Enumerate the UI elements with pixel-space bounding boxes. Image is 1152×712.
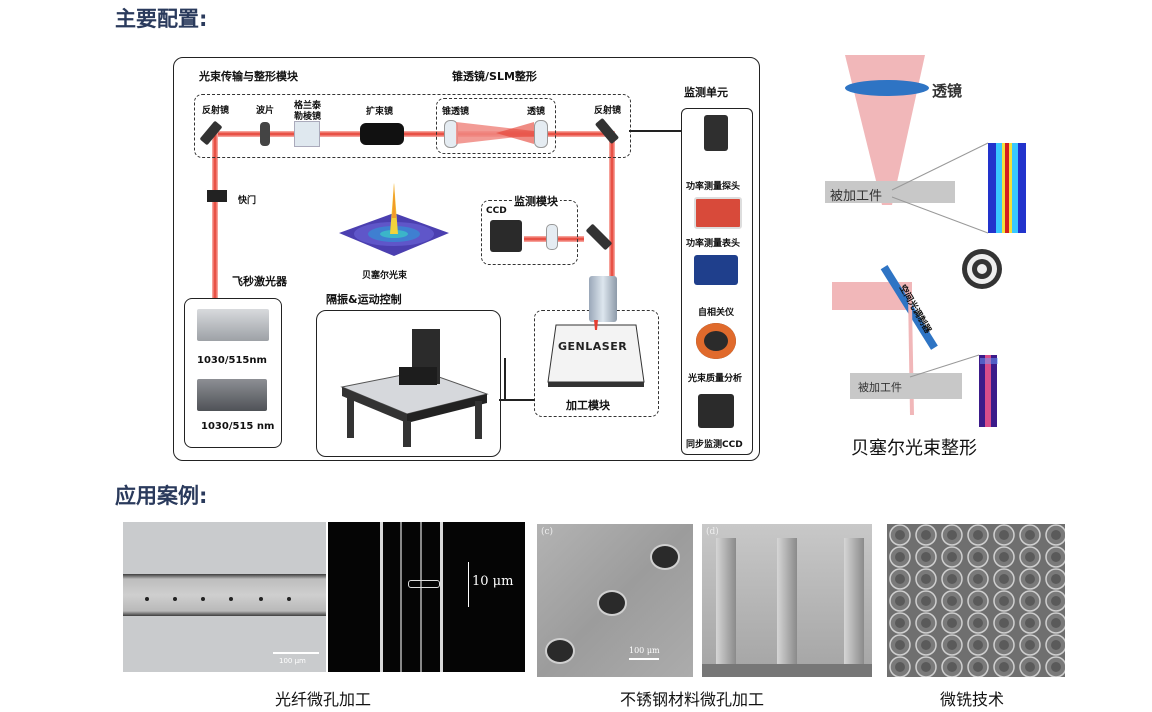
right-workpiece2-label: 被加工件 [858,381,902,394]
monitor-item-3: 光束质量分析 [688,374,743,384]
genlaser-plate [547,320,645,387]
expander-label: 扩束镜 [366,107,394,117]
monitor-item-0: 功率测量探头 [686,182,741,192]
connector-monitor [629,130,681,132]
bessel-beam-label: 贝塞尔光束 [362,271,408,281]
autocorrelator-icon [694,255,738,285]
ccd-camera-icon [490,220,522,252]
glan-prism-icon [294,121,320,147]
beam-top [212,131,612,137]
optical-table-icon [340,329,489,447]
applications-heading: 应用案例: [115,484,208,508]
waveplate-icon [260,122,270,146]
label-d: (d) [706,527,719,537]
right-lens-label: 透镜 [932,82,963,100]
fiber-dark-photo: 10 μm [328,522,525,672]
glan-label-1: 格兰泰 [294,101,322,111]
fiber-microhole-photo: 100 μm [123,522,326,672]
fs-laser-label: 飞秒激光器 [232,275,287,288]
scale-100um-1: 100 μm [279,657,306,665]
bessel-cone-beam [456,122,534,144]
beam-analyzer-icon [696,323,736,359]
connector-table-h [499,399,535,401]
axicon-slm-box [436,98,556,154]
right-caption: 贝塞尔光束整形 [851,438,977,459]
shutter-icon [207,190,227,202]
monitor-item-2: 自相关仪 [698,308,735,318]
shutter-label: 快门 [238,196,257,206]
monitor-unit-title: 监测单元 [684,86,728,99]
milling-pattern [887,524,1065,677]
caption-fiber: 光纤微孔加工 [275,690,372,709]
axicon-label: 锥透镜 [442,107,470,117]
process-module-title: 加工模块 [566,399,610,412]
monitor-item-1: 功率测量表头 [686,239,741,249]
monitor-module-title: 监测模块 [512,193,560,209]
power-meter-icon [694,197,742,229]
config-heading: 主要配置: [115,7,208,31]
isolation-motion-box [316,310,501,457]
caption-steel: 不锈钢材料微孔加工 [620,690,765,709]
laser-2-wavelength: 1030/515 nm [201,421,275,432]
beam-module-box [194,94,631,158]
lens-icon [534,120,548,148]
caption-milling: 微铣技术 [940,690,1005,709]
objective-icon [589,276,617,322]
reflector-right-label: 反射镜 [594,106,622,116]
lens-label: 透镜 [527,107,546,117]
isolation-motion-label: 隔振&运动控制 [326,293,402,306]
monitor-lens-icon [546,224,558,250]
axicon-slm-title: 锥透镜/SLM整形 [452,70,537,83]
system-diagram-frame: 光束传输与整形模块 锥透镜/SLM整形 反射镜 波片 格兰泰 勒棱镜 扩束镜 锥… [173,57,760,461]
beam-left-vertical [212,131,218,303]
waveplate-label: 波片 [256,106,275,116]
connector-table-v [504,358,506,400]
right-workpiece1-label: 被加工件 [830,189,883,204]
beam-module-title: 光束传输与整形模块 [199,70,298,83]
ccd-label: CCD [486,206,507,216]
bessel-shaping-illustration [825,55,1026,427]
expander-icon [360,123,404,145]
steel-pillars-photo: (d) [702,524,872,677]
power-probe-icon [704,115,728,151]
monitor-item-4: 同步监测CCD [686,440,743,450]
glan-label-2: 勒棱镜 [294,112,322,122]
label-c: (c) [541,527,554,537]
laser-1-wavelength: 1030/515nm [197,355,267,366]
scale-10um: 10 μm [472,574,514,589]
laser-sources-box: 1030/515nm 1030/515 nm [184,298,282,448]
beam-right-vertical [609,131,615,281]
monitor-unit-box: 功率测量探头 功率测量表头 自相关仪 光束质量分析 同步监测CCD [681,108,753,455]
scale-100um-2: 100 μm [629,646,660,655]
micro-milling-photo [887,524,1065,677]
laser-2-icon [197,379,267,411]
bessel-beam-plot [339,183,449,256]
genlaser-text: GENLASER [558,340,628,353]
steel-holes-photo: (c) 100 μm [537,524,693,677]
sync-ccd-icon [698,394,734,428]
reflector-left-label: 反射镜 [202,106,230,116]
laser-1-icon [197,309,269,341]
